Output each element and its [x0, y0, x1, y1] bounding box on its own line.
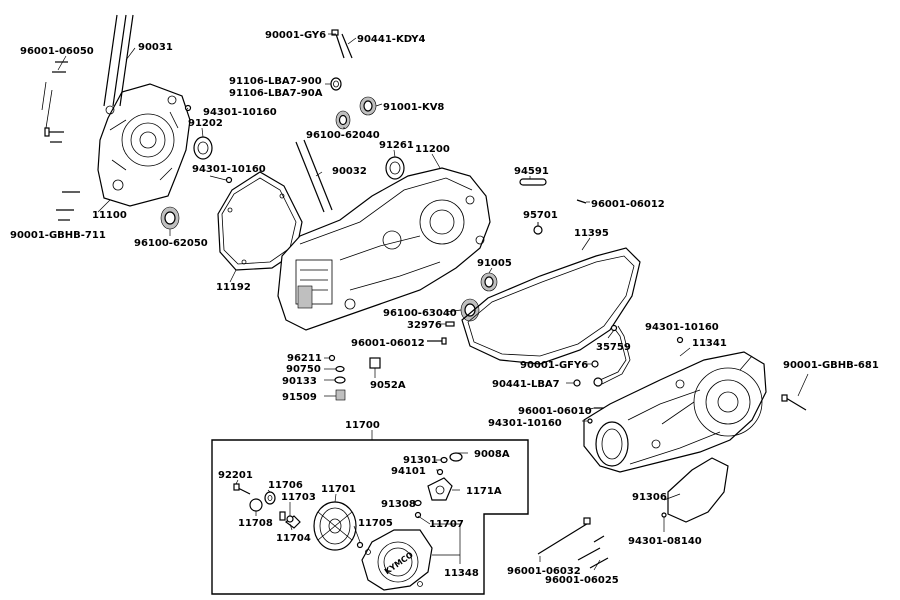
- clip-32976: [445, 321, 455, 327]
- label-91005: 91005: [477, 258, 512, 269]
- stator-small-parts: [233, 483, 422, 549]
- label-96001-06050: 96001-06050: [20, 46, 94, 57]
- label-11348: 11348: [444, 568, 479, 579]
- label-11708: 11708: [238, 518, 273, 529]
- bearing-91106-lba7: [330, 77, 342, 91]
- label-96001-06025: 96001-06025: [545, 575, 619, 586]
- label-32976: 32976: [407, 320, 442, 331]
- label-94301-10160-d: 94301-10160: [488, 418, 562, 429]
- label-90441-kdy4: 90441-KDY4: [357, 34, 426, 45]
- label-94591: 94591: [514, 166, 549, 177]
- dowel-94301-08140: [661, 512, 667, 518]
- bolt-90001-gbhb-681: [781, 394, 807, 411]
- label-96001-06012-a: 96001-06012: [591, 199, 665, 210]
- stud-90032: [295, 139, 333, 213]
- label-91106-lba7-900: 91106-LBA7-900: [229, 76, 322, 87]
- label-96100-62050: 96100-62050: [134, 238, 208, 249]
- bearing-96100-62040: [335, 110, 351, 130]
- bearing-91001-kv8: [359, 96, 377, 116]
- label-90032: 90032: [332, 166, 367, 177]
- label-9008a: 9008A: [474, 449, 510, 460]
- label-96211: 96211: [287, 353, 322, 364]
- label-91261: 91261: [379, 140, 414, 151]
- label-91106-lba7-90a: 91106-LBA7-90A: [229, 88, 323, 99]
- stud-bolts-90031: [103, 14, 134, 107]
- label-90750: 90750: [286, 364, 321, 375]
- label-11703: 11703: [281, 492, 316, 503]
- drain-plug-stack: [328, 354, 346, 401]
- label-95701: 95701: [523, 210, 558, 221]
- gasket-11395: [461, 247, 641, 365]
- bolts-90001-gbhb-711: [56, 191, 80, 221]
- bolt-96001-06012-b: [427, 337, 447, 345]
- label-35759: 35759: [596, 342, 631, 353]
- generator-cover-11348: KYMCO: [361, 529, 433, 591]
- label-91202: 91202: [188, 118, 223, 129]
- crankcase-right: [277, 167, 491, 331]
- oil-seal-91261: [385, 156, 405, 180]
- crankcase-left: [97, 83, 191, 207]
- label-91001-kv8: 91001-KV8: [383, 102, 444, 113]
- label-96100-63040: 96100-63040: [383, 308, 457, 319]
- label-90001-gbhb-681: 90001-GBHB-681: [783, 360, 879, 371]
- label-11341: 11341: [692, 338, 727, 349]
- part-labels: 96001-06050 90031 90001-GY6 90441-KDY4 9…: [10, 30, 879, 586]
- label-91308: 91308: [381, 499, 416, 510]
- pickup-1171a: [427, 477, 453, 501]
- label-11100: 11100: [92, 210, 127, 221]
- label-11192: 11192: [216, 282, 251, 293]
- label-9052a: 9052A: [370, 380, 406, 391]
- label-94301-08140: 94301-08140: [628, 536, 702, 547]
- pin-94591: [519, 178, 547, 186]
- dowel-94301-10160-right: [676, 336, 684, 344]
- assembly-box-11700: [211, 430, 529, 595]
- label-96001-06010: 96001-06010: [518, 406, 592, 417]
- label-11707: 11707: [429, 519, 464, 530]
- flywheel-11701: [313, 501, 357, 551]
- bolts-96001-06032: [537, 517, 609, 569]
- cvt-cover-11341: [583, 351, 767, 473]
- gasket-91306: [667, 457, 729, 523]
- label-92201: 92201: [218, 470, 253, 481]
- label-1171a: 1171A: [466, 486, 502, 497]
- label-94301-10160-b: 94301-10160: [192, 164, 266, 175]
- label-96001-06032: 96001-06032: [507, 566, 581, 577]
- label-11706: 11706: [268, 480, 303, 491]
- bearing-96100-63040: [460, 298, 480, 322]
- label-90001-gfy6: 90001-GFY6: [520, 360, 588, 371]
- label-11705: 11705: [358, 518, 393, 529]
- label-90133: 90133: [282, 376, 317, 387]
- label-11704: 11704: [276, 533, 311, 544]
- bolts-90001-gy6: [331, 29, 353, 59]
- oil-seal-91202: [193, 136, 213, 160]
- label-96100-62040: 96100-62040: [306, 130, 380, 141]
- label-90001-gbhb-711: 90001-GBHB-711: [10, 230, 106, 241]
- label-11200: 11200: [415, 144, 450, 155]
- label-90441-lba7: 90441-LBA7: [492, 379, 560, 390]
- bolts-96001-06050: [41, 61, 68, 143]
- label-91301: 91301: [403, 455, 438, 466]
- label-94301-10160-a: 94301-10160: [203, 107, 277, 118]
- leader-lines: [57, 33, 809, 571]
- label-90031: 90031: [138, 42, 173, 53]
- label-90001-gy6: 90001-GY6: [265, 30, 326, 41]
- bolt-96001-06012-a: [576, 199, 587, 204]
- label-11700: 11700: [345, 420, 380, 431]
- label-94101: 94101: [391, 466, 426, 477]
- plug-9052a: [369, 357, 381, 369]
- label-11701: 11701: [321, 484, 356, 495]
- label-91509: 91509: [282, 392, 317, 403]
- bearing-96100-62050: [160, 206, 180, 230]
- label-94301-10160-c: 94301-10160: [645, 322, 719, 333]
- bearing-91005: [480, 272, 498, 292]
- label-96001-06012-b: 96001-06012: [351, 338, 425, 349]
- label-11395: 11395: [574, 228, 609, 239]
- label-91306: 91306: [632, 492, 667, 503]
- breather-hose-35759: [593, 324, 631, 387]
